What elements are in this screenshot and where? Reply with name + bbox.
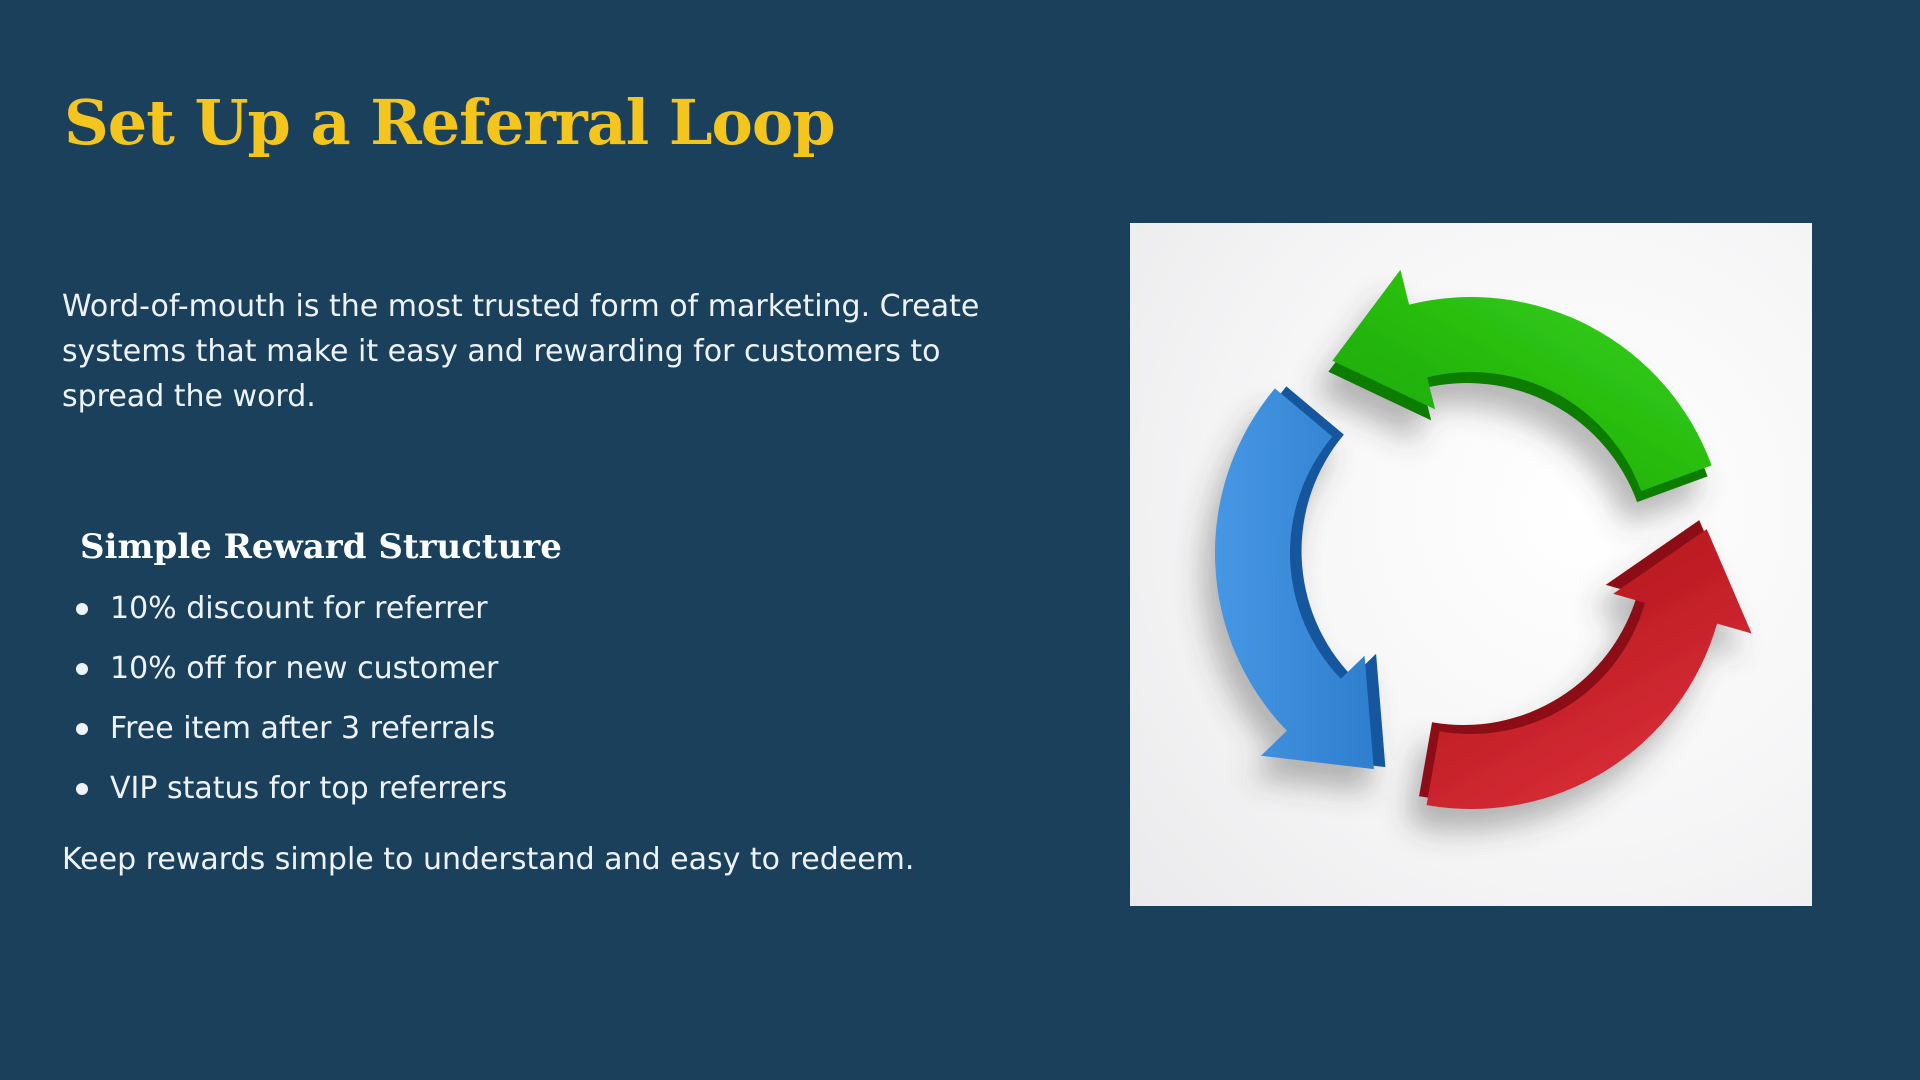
- intro-line: Word-of-mouth is the most trusted form o…: [62, 289, 980, 324]
- bullet-dot-icon: [76, 783, 88, 795]
- bullet-dot-icon: [76, 663, 88, 675]
- arrow-red: [1396, 454, 1786, 904]
- intro-line: spread the word.: [62, 379, 316, 414]
- list-item-label: 10% discount for referrer: [110, 591, 488, 626]
- bullet-dot-icon: [76, 603, 88, 615]
- illustration-panel: [1130, 223, 1812, 906]
- list-item: Free item after 3 referrals: [70, 707, 507, 751]
- intro-line: systems that make it easy and rewarding …: [62, 334, 941, 369]
- page-title: Set Up a Referral Loop: [64, 86, 836, 159]
- list-item: 10% discount for referrer: [70, 587, 507, 631]
- bullet-dot-icon: [76, 723, 88, 735]
- list-item-label: VIP status for top referrers: [110, 771, 508, 806]
- list-item-label: 10% off for new customer: [110, 651, 499, 686]
- list-item: 10% off for new customer: [70, 647, 507, 691]
- intro-paragraph: Word-of-mouth is the most trusted form o…: [62, 284, 979, 419]
- section-heading: Simple Reward Structure: [80, 527, 562, 567]
- list-item-label: Free item after 3 referrals: [110, 711, 496, 746]
- arrow-green: [1328, 269, 1712, 503]
- list-item: VIP status for top referrers: [70, 767, 507, 811]
- cycle-arrows-icon: [1130, 269, 1786, 904]
- reward-list: 10% discount for referrer 10% off for ne…: [70, 587, 507, 827]
- closing-note: Keep rewards simple to understand and ea…: [62, 842, 915, 877]
